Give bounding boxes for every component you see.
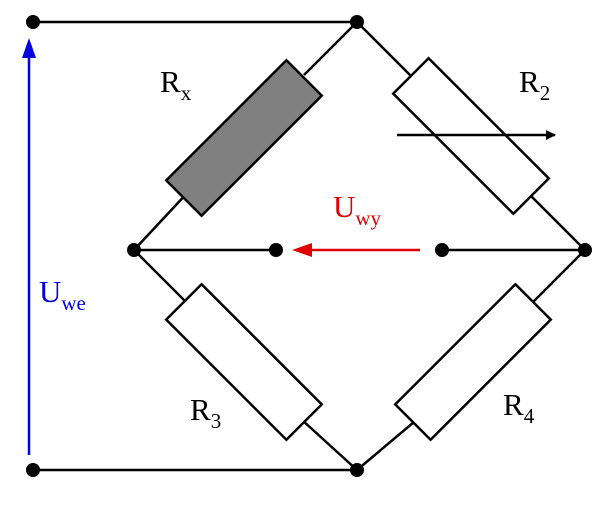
node-left — [127, 243, 141, 257]
label-r3: R3 — [190, 392, 221, 433]
resistor-r3 — [164, 282, 324, 442]
wire-top-to-r2 — [356, 21, 413, 78]
node-top-left — [26, 15, 40, 29]
label-r4: R4 — [503, 387, 535, 428]
nodes — [26, 15, 592, 477]
resistor-r4 — [393, 282, 553, 442]
label-uwy: Uwy — [333, 189, 382, 230]
node-bottom-left — [26, 463, 40, 477]
input-voltage-arrow — [22, 38, 36, 455]
wire-r4-to-bottom — [356, 421, 415, 471]
wires — [33, 20, 586, 472]
wire-left-to-r3 — [133, 249, 186, 302]
wire-right-to-r4 — [531, 249, 586, 304]
wire-r3-to-bottom — [301, 419, 358, 471]
wire-rx-to-left — [133, 189, 191, 251]
output-voltage-arrow — [292, 243, 420, 257]
wire-r2-to-right — [529, 194, 586, 251]
wire-top-to-rx — [303, 21, 358, 76]
output-terminal-left — [269, 243, 283, 257]
resistor-rx-body — [164, 58, 324, 218]
label-uwe: Uwe — [39, 274, 86, 315]
label-r2: R2 — [519, 64, 550, 105]
output-terminal-right — [435, 243, 449, 257]
label-rx: Rx — [160, 64, 192, 105]
node-top — [350, 15, 364, 29]
node-right — [578, 243, 592, 257]
resistor-rx — [164, 58, 324, 218]
resistor-r4-body — [393, 282, 553, 442]
node-bottom — [350, 463, 364, 477]
resistor-r3-body — [164, 282, 324, 442]
